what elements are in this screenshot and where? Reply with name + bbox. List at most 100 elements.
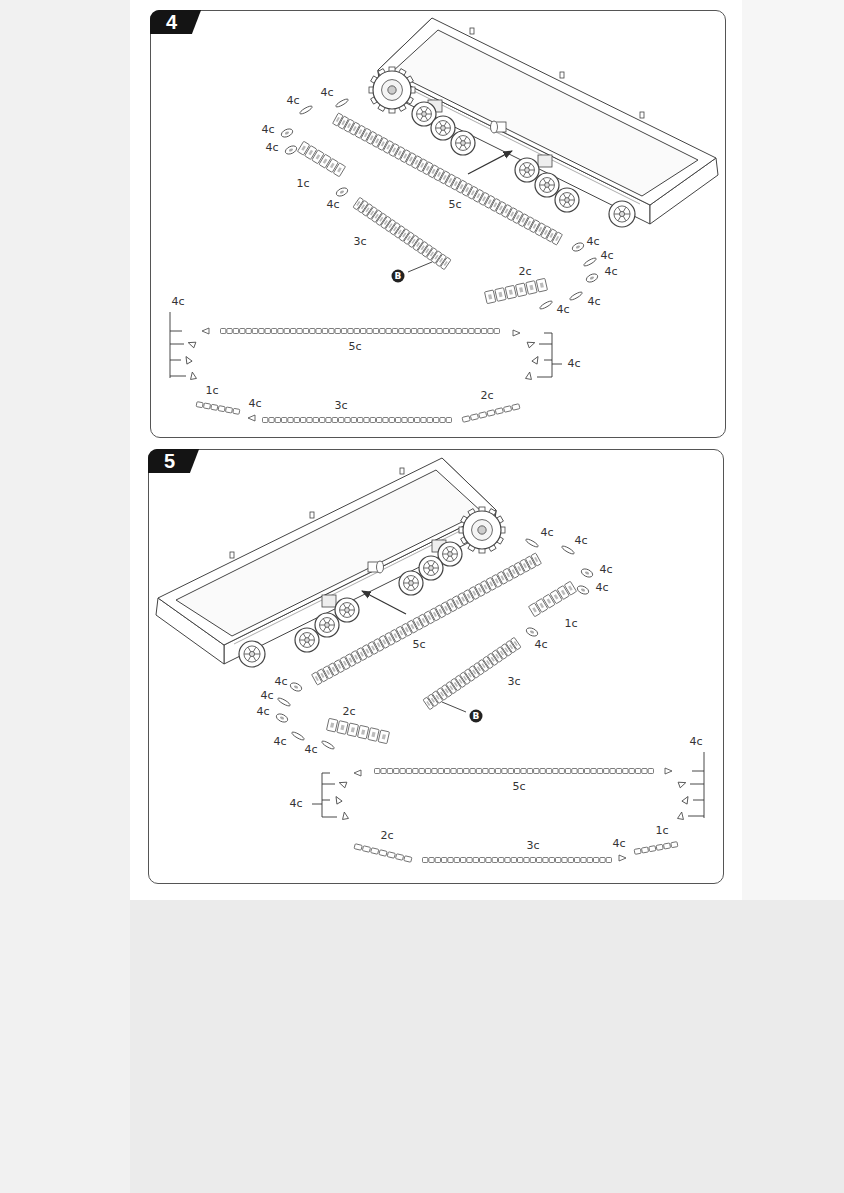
track-link	[437, 329, 442, 334]
track-link	[354, 329, 359, 334]
guide-horn	[315, 676, 319, 681]
track-link	[623, 769, 628, 774]
part-number: 1c	[295, 178, 310, 190]
guide-horn	[454, 682, 458, 687]
part-number: 4c	[272, 736, 287, 748]
track-link	[462, 416, 470, 423]
guide-horn	[358, 129, 362, 134]
track-link	[269, 418, 274, 423]
guide-horn	[398, 229, 402, 234]
track-link	[443, 329, 448, 334]
track-strip	[221, 329, 500, 334]
guide-horn	[411, 239, 415, 244]
track-link	[271, 329, 276, 334]
track-link	[518, 858, 523, 863]
track-link	[361, 329, 366, 334]
track-link	[221, 329, 226, 334]
road-wheel	[431, 116, 455, 140]
guide-horn	[422, 618, 426, 623]
track-link	[411, 329, 416, 334]
guide-horn	[498, 292, 502, 297]
track-link	[549, 858, 554, 863]
part-number: 4c	[285, 95, 300, 107]
track-link	[445, 769, 450, 774]
part-number: 3c	[333, 400, 348, 412]
guide-horn	[375, 138, 379, 143]
guide-horn	[509, 644, 513, 649]
guide-horn	[384, 220, 388, 225]
guide-horn	[351, 727, 355, 732]
assembly-arrow	[362, 591, 406, 614]
track-link	[326, 418, 331, 423]
track-link	[371, 848, 379, 855]
track-disc	[335, 186, 349, 197]
track-link	[553, 769, 558, 774]
margin	[0, 0, 130, 1193]
guide-horn	[533, 224, 537, 229]
track-link	[189, 372, 196, 380]
track-link	[572, 769, 577, 774]
track-link	[404, 856, 412, 863]
part-number: 4c	[319, 87, 334, 99]
margin	[742, 0, 844, 900]
track-link	[379, 850, 387, 857]
guide-horn	[416, 242, 420, 247]
track-disc	[576, 584, 590, 595]
track-link	[486, 858, 491, 863]
track-link	[456, 329, 461, 334]
step-illustration	[170, 18, 718, 423]
track-link	[307, 418, 312, 423]
track-link	[438, 769, 443, 774]
guide-horn	[361, 204, 365, 209]
guide-horn	[544, 230, 548, 235]
track-link	[502, 769, 507, 774]
guide-horn	[454, 181, 458, 186]
track-link	[457, 769, 462, 774]
road-wheel	[399, 571, 423, 595]
guide-horn	[500, 651, 504, 656]
guide-horn	[410, 624, 414, 629]
track-link	[678, 780, 687, 788]
callout-marker: B	[470, 710, 483, 723]
track-link	[383, 418, 388, 423]
track-link	[578, 769, 583, 774]
track-link	[629, 769, 634, 774]
part-number: 4c	[170, 296, 185, 308]
part-number: 4c	[273, 676, 288, 688]
track-link	[351, 418, 356, 423]
track-link	[400, 769, 405, 774]
track-link	[512, 404, 520, 411]
axle-stub	[368, 561, 384, 573]
track-link	[540, 769, 545, 774]
track-link	[495, 408, 503, 415]
track-link	[358, 418, 363, 423]
bogie-mount	[322, 595, 336, 607]
track-link	[534, 769, 539, 774]
track-link	[335, 329, 340, 334]
track-link	[265, 329, 270, 334]
track-link	[288, 418, 293, 423]
track-link	[610, 769, 615, 774]
track-link	[480, 858, 485, 863]
hull	[378, 18, 718, 224]
track-link	[648, 769, 653, 774]
leader-line	[442, 702, 466, 712]
track-link	[527, 340, 536, 348]
guide-horn	[332, 667, 336, 672]
guide-horn	[392, 147, 396, 152]
guide-horn	[370, 135, 374, 140]
track-strip	[196, 402, 240, 415]
guide-horn	[523, 563, 527, 568]
guide-horn	[330, 722, 334, 727]
guide-horn	[386, 144, 390, 149]
track-link	[634, 848, 641, 854]
guide-horn	[489, 581, 493, 586]
guide-horn	[364, 132, 368, 137]
track-link	[333, 163, 345, 177]
guide-horn	[519, 287, 523, 292]
guide-horn	[450, 603, 454, 608]
track-link	[432, 769, 437, 774]
part-number: 3c	[506, 676, 521, 688]
track-link	[481, 329, 486, 334]
track-link	[594, 858, 599, 863]
